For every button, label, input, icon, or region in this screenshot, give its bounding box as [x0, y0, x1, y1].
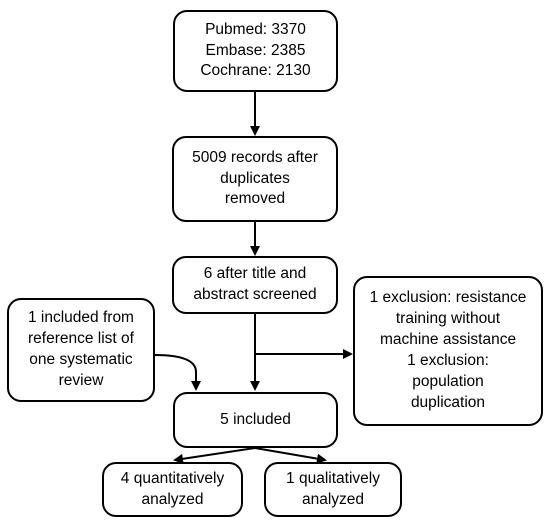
- node-quantitatively-analyzed: 4 quantitatively analyzed: [102, 462, 243, 517]
- node-qualitatively-analyzed: 1 qualitatively analyzed: [264, 462, 402, 517]
- node-exclusions: 1 exclusion: resistance training without…: [353, 276, 543, 426]
- arrow-included-to-qualitative: [254, 447, 327, 464]
- node-databases: Pubmed: 3370 Embase: 2385 Cochrane: 2130: [173, 10, 338, 92]
- arrow-included-to-quantitative: [173, 447, 256, 464]
- node-after-duplicates: 5009 records after duplicates removed: [172, 136, 338, 222]
- node-after-screening: 6 after title and abstract screened: [172, 256, 338, 314]
- node-included: 5 included: [173, 392, 338, 448]
- arrow-reference-to-included: [154, 354, 201, 391]
- node-reference-list: 1 included from reference list of one sy…: [7, 298, 155, 402]
